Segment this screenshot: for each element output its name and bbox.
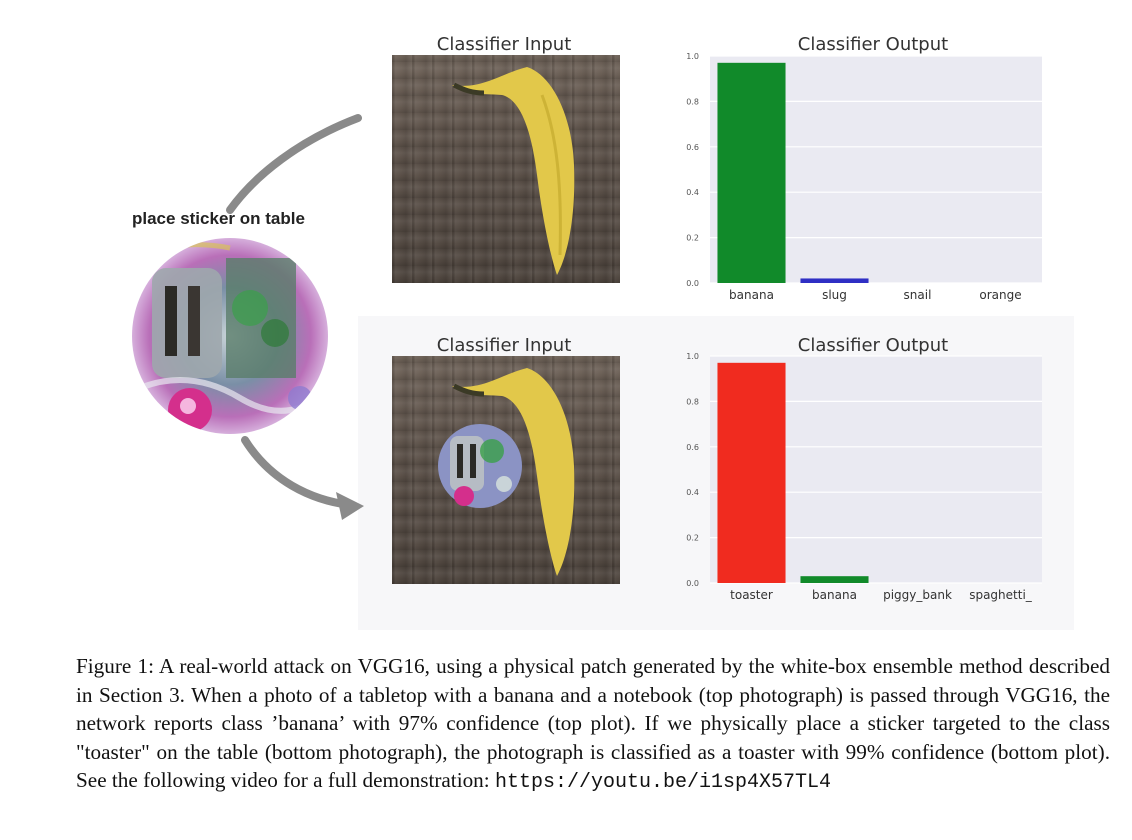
top-classifier-input-photo bbox=[392, 55, 620, 283]
x-tick-label: banana bbox=[812, 588, 857, 602]
sticker-caption-label: place sticker on table bbox=[132, 209, 305, 228]
y-tick-label: 0.0 bbox=[686, 279, 699, 288]
bottom-chart-svg: 0.0 0.2 0.4 0.6 0.8 1.0 toaster banana piggy_ban… bbox=[686, 352, 1042, 602]
y-tick-label: 0.8 bbox=[686, 397, 699, 406]
arrow-bottom-curve bbox=[241, 436, 354, 509]
top-input-title: Classifier Input bbox=[436, 34, 572, 55]
arrows bbox=[226, 114, 364, 520]
x-tick-label: snail bbox=[904, 288, 932, 302]
bar-banana bbox=[800, 576, 869, 583]
top-output-title: Classifier Output bbox=[797, 34, 949, 55]
top-chart-svg: 0.0 0.2 0.4 0.6 0.8 1.0 banana slug snail orange bbox=[686, 52, 1042, 302]
y-tick-label: 0.2 bbox=[686, 534, 699, 543]
x-tick-label: slug bbox=[822, 288, 847, 302]
y-tick-label: 0.6 bbox=[686, 443, 699, 452]
bottom-output-title: Classifier Output bbox=[797, 335, 949, 356]
y-tick-label: 0.2 bbox=[686, 234, 699, 243]
caption-text: Figure 1: A real-world attack on VGG16, … bbox=[76, 654, 1110, 792]
bottom-classifier-output-chart: 0.0 0.2 0.4 0.6 0.8 1.0 toaster banana piggy_ban… bbox=[665, 348, 1045, 610]
x-tick-label: banana bbox=[729, 288, 774, 302]
banana-shape bbox=[452, 67, 575, 275]
x-tick-label: orange bbox=[979, 288, 1021, 302]
y-tick-label: 1.0 bbox=[686, 52, 699, 61]
y-tick-label: 1.0 bbox=[686, 352, 699, 361]
y-tick-label: 0.0 bbox=[686, 579, 699, 588]
x-tick-label: toaster bbox=[730, 588, 773, 602]
top-classifier-output-chart: 0.0 0.2 0.4 0.6 0.8 1.0 banana slug snail orange bbox=[665, 48, 1045, 310]
adversarial-sticker-image bbox=[132, 238, 328, 434]
arrow-bottom-head bbox=[336, 492, 364, 520]
x-tick-label: spaghetti_ bbox=[969, 588, 1033, 602]
y-tick-label: 0.8 bbox=[686, 97, 699, 106]
y-tick-label: 0.4 bbox=[686, 188, 699, 197]
bottom-classifier-input-photo bbox=[392, 356, 620, 584]
bar-toaster bbox=[717, 362, 786, 583]
caption-video-url: https://youtu.be/i1sp4X57TL4 bbox=[494, 771, 832, 794]
arrow-top-curve bbox=[226, 114, 362, 214]
toaster-sticker-on-table bbox=[438, 424, 522, 508]
bar-banana bbox=[717, 62, 786, 284]
bar-slug bbox=[800, 278, 869, 283]
y-tick-label: 0.6 bbox=[686, 143, 699, 152]
figure-caption: Figure 1: A real-world attack on VGG16, … bbox=[76, 652, 1110, 798]
x-tick-label: piggy_bank bbox=[883, 588, 952, 602]
y-tick-label: 0.4 bbox=[686, 488, 699, 497]
banana-shape bbox=[452, 368, 575, 576]
bottom-input-title: Classifier Input bbox=[436, 335, 572, 356]
